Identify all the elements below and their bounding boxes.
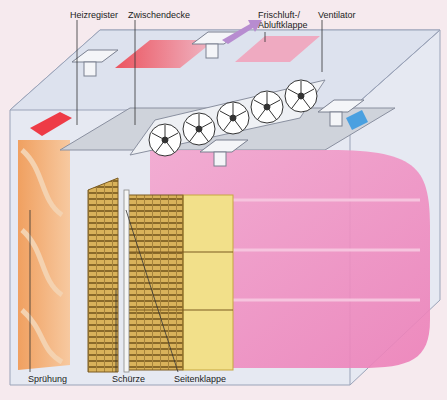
- stack-divider: [128, 195, 233, 370]
- air-flow-line: [230, 200, 420, 300]
- air-vent: [72, 32, 364, 166]
- fan-symbol: [149, 80, 317, 156]
- part-label: Zwischendecke: [128, 10, 208, 20]
- heater-coil: [30, 112, 72, 136]
- part-label: Ventilator: [318, 10, 378, 20]
- part-label: Sprühung: [28, 374, 88, 384]
- wood-stack: [183, 195, 233, 370]
- air-column: [18, 140, 70, 370]
- part-label: Schürze: [112, 374, 172, 384]
- part-label: Frischluft-/ Abluftklappe: [258, 10, 318, 30]
- exhaust-arrow: [222, 20, 262, 44]
- chamber-edge: [350, 30, 440, 110]
- leader-line: [30, 20, 322, 372]
- chamber-body: [10, 30, 440, 385]
- apron: [88, 178, 118, 372]
- spray-flow: [22, 150, 62, 362]
- fresh-air: [346, 110, 368, 130]
- wood-stack: [128, 195, 183, 370]
- heater-coil: [235, 36, 320, 62]
- part-label: Seitenklappe: [174, 374, 244, 384]
- fan-wall: [130, 80, 325, 155]
